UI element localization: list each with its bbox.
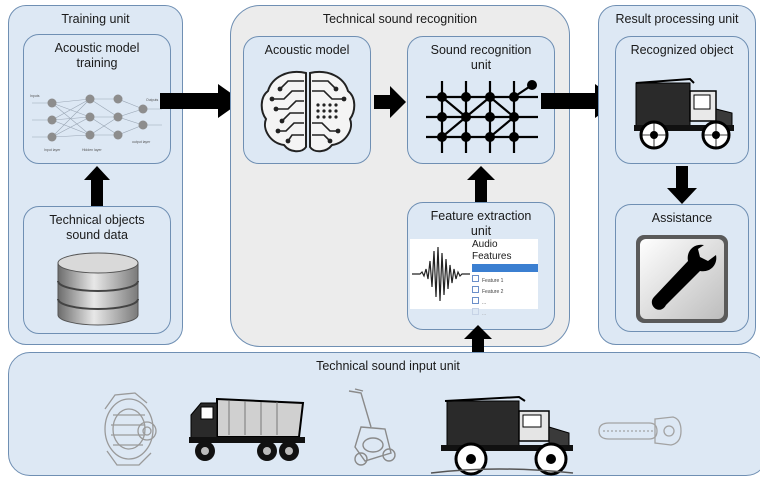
sound-recognition-title-line1: Sound recognition [430, 43, 532, 57]
arrow-up-training [84, 166, 110, 208]
nn-label-outputs: Outputs [146, 98, 159, 102]
network-icon [426, 80, 538, 153]
sound-recognition-title-line2: unit [470, 58, 492, 72]
feature-item-4[interactable]: ... [472, 308, 538, 319]
sound-recognition-title: Sound recognition unit [412, 43, 550, 73]
assistance-title: Assistance [651, 211, 713, 225]
nn-label-hidden-layer: Hidden layer [82, 148, 102, 152]
acoustic-training-title-line2: training [76, 56, 118, 70]
sound-recognition-box: Sound recognition unit [407, 36, 555, 164]
neural-network-icon: Inputs Outputs Input layer Hidden layer … [30, 94, 162, 152]
acoustic-model-training-title: Acoustic model training [28, 41, 166, 71]
feature-item-label: ... [482, 300, 487, 306]
feature-extraction-title: Feature extraction unit [412, 209, 550, 239]
arrow-right-model-to-recognition [374, 86, 406, 118]
sound-data-title-line2: sound data [66, 228, 128, 242]
alternator-icon [104, 392, 157, 466]
training-unit-panel: Training unit Acoustic model training [8, 5, 183, 345]
feature-checkbox-icon[interactable] [472, 275, 479, 282]
chainsaw-icon [598, 416, 682, 446]
recognition-panel: Technical sound recognition Acoustic mod… [230, 5, 570, 347]
arrow-up-feature-to-recognition [467, 166, 495, 202]
feature-item-2[interactable]: Feature 2 [472, 286, 538, 297]
input-unit-title: Technical sound input unit [316, 359, 460, 373]
arrow-right-training-to-recognition [160, 84, 242, 118]
feature-item-1[interactable]: Feature 1 [472, 275, 538, 286]
feature-extraction-title-line1: Feature extraction [430, 209, 532, 223]
sound-data-title: Technical objects sound data [28, 213, 166, 243]
arrow-down-result-to-assistance [667, 166, 697, 204]
dump-truck-icon [189, 397, 305, 461]
training-unit-title: Training unit [61, 12, 130, 26]
feature-item-label: Feature 1 [482, 278, 504, 284]
acoustic-model-training-box: Acoustic model training Inputs [23, 34, 171, 164]
feature-checkbox-icon[interactable] [472, 308, 479, 315]
acoustic-training-title-line1: Acoustic model [54, 41, 140, 55]
vintage-truck-icon [430, 395, 574, 476]
truck-icon [634, 77, 734, 150]
database-icon [57, 252, 139, 326]
brain-icon [260, 71, 356, 153]
result-processing-title: Result processing unit [615, 12, 739, 26]
feature-item-3[interactable]: ... [472, 297, 538, 308]
audio-features-selected-row[interactable] [472, 264, 538, 272]
feature-extraction-box: Feature extraction unit Audio Features F… [407, 202, 555, 330]
feature-item-label: Feature 2 [482, 289, 504, 295]
feature-extraction-title-line2: unit [470, 224, 492, 238]
recognized-object-title: Recognized object [630, 43, 734, 57]
acoustic-model-box: Acoustic model [243, 36, 371, 164]
result-processing-panel: Result processing unit Recognized object… [598, 5, 756, 345]
sound-data-box: Technical objects sound data [23, 206, 171, 334]
lawn-mower-icon [348, 388, 396, 466]
acoustic-model-title: Acoustic model [264, 43, 350, 57]
nn-label-inputs: Inputs [30, 94, 40, 98]
wrench-icon[interactable] [634, 233, 730, 325]
arrow-up-input-to-feature [464, 325, 492, 357]
assistance-box: Assistance [615, 204, 749, 332]
sound-data-title-line1: Technical objects [49, 213, 145, 227]
nn-label-output-layer: output layer [132, 140, 151, 144]
recognition-title: Technical sound recognition [322, 12, 478, 26]
input-unit-panel: Technical sound input unit [8, 352, 760, 476]
nn-label-input-layer: Input layer [44, 148, 61, 152]
audio-features-heading: Audio Features [472, 239, 512, 262]
feature-item-label: ... [482, 311, 487, 317]
waveform-icon [410, 239, 472, 309]
audio-features-panel: Audio Features Feature 1 Feature 2 ... .… [472, 239, 538, 317]
feature-checkbox-icon[interactable] [472, 297, 479, 304]
recognized-object-box: Recognized object [615, 36, 749, 164]
feature-checkbox-icon[interactable] [472, 286, 479, 293]
